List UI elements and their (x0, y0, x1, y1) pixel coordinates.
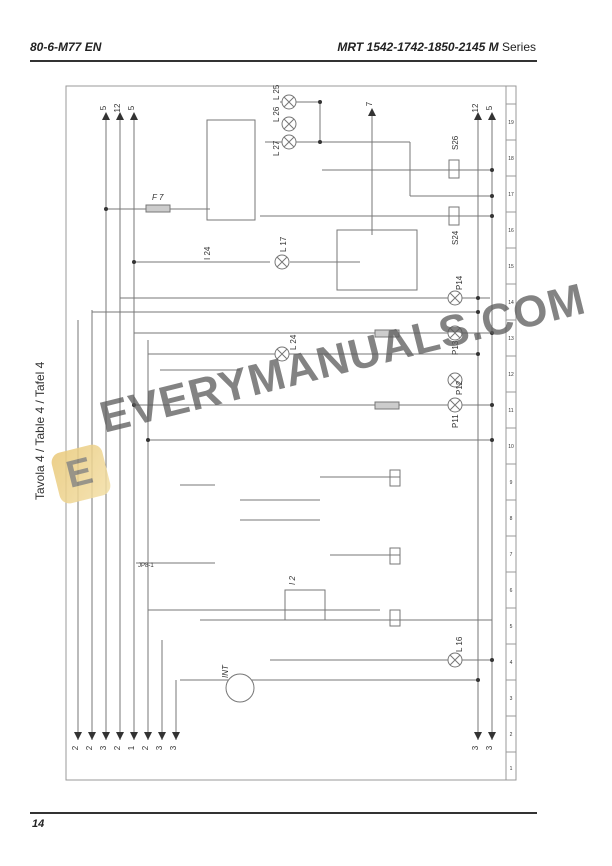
svg-text:19: 19 (508, 120, 514, 126)
top-connector-5: 12 (471, 103, 480, 112)
top-connector-2: 12 (113, 103, 122, 112)
svg-text:3: 3 (155, 745, 164, 750)
document-code: 80-6-M77 EN (30, 40, 102, 54)
svg-text:P11: P11 (451, 414, 460, 428)
svg-text:5: 5 (510, 624, 513, 630)
series-label: Series (501, 40, 536, 54)
svg-text:7: 7 (510, 552, 513, 558)
svg-text:17: 17 (508, 192, 514, 198)
svg-text:INT: INT (221, 664, 230, 678)
svg-text:I 24: I 24 (203, 246, 212, 260)
svg-text:13: 13 (508, 336, 514, 342)
svg-text:11: 11 (508, 408, 513, 414)
svg-text:2: 2 (510, 732, 513, 738)
svg-text:L 25: L 25 (272, 84, 281, 100)
svg-text:L 26: L 26 (272, 106, 281, 122)
svg-text:3: 3 (99, 745, 108, 750)
svg-text:S24: S24 (451, 230, 460, 245)
top-connector-4: 7 (365, 101, 374, 106)
svg-text:9: 9 (510, 480, 513, 486)
svg-text:3: 3 (485, 745, 494, 750)
page-number: 14 (32, 818, 45, 830)
svg-text:1: 1 (127, 745, 136, 750)
svg-text:F 7: F 7 (152, 193, 164, 202)
top-connector-1: 5 (99, 105, 108, 110)
svg-text:1: 1 (510, 766, 513, 772)
svg-text:3: 3 (169, 745, 178, 750)
svg-text:3: 3 (471, 745, 480, 750)
svg-text:2: 2 (141, 745, 150, 750)
svg-text:P13: P13 (451, 340, 460, 355)
svg-text:12: 12 (508, 372, 514, 378)
svg-text:10: 10 (508, 444, 514, 450)
svg-text:L 16: L 16 (455, 636, 464, 652)
header-rule (30, 60, 537, 62)
svg-text:P14: P14 (455, 275, 464, 290)
svg-text:2: 2 (71, 745, 80, 750)
model-title: MRT 1542-1742-1850-2145 M Series (337, 40, 536, 54)
svg-text:14: 14 (508, 300, 514, 306)
svg-text:6: 6 (510, 588, 513, 594)
svg-text:L 17: L 17 (279, 236, 288, 252)
svg-text:4: 4 (510, 660, 513, 666)
svg-text:18: 18 (508, 156, 514, 162)
top-connector-3: 5 (127, 105, 136, 110)
svg-text:I 2: I 2 (288, 576, 297, 585)
svg-text:15: 15 (508, 264, 514, 270)
model-name: MRT 1542-1742-1850-2145 M (337, 40, 499, 54)
svg-text:L 27: L 27 (272, 140, 281, 156)
svg-text:2: 2 (113, 745, 122, 750)
svg-text:S26: S26 (451, 135, 460, 150)
svg-text:8: 8 (510, 516, 513, 522)
top-connector-6: 5 (485, 105, 494, 110)
svg-text:16: 16 (508, 228, 514, 234)
svg-text:P12: P12 (455, 380, 464, 395)
jp8-connector-tag: JP8-1 (138, 563, 154, 569)
svg-text:2: 2 (85, 745, 94, 750)
svg-text:3: 3 (510, 696, 513, 702)
footer-rule (30, 812, 537, 814)
svg-text:L 24: L 24 (289, 334, 298, 350)
